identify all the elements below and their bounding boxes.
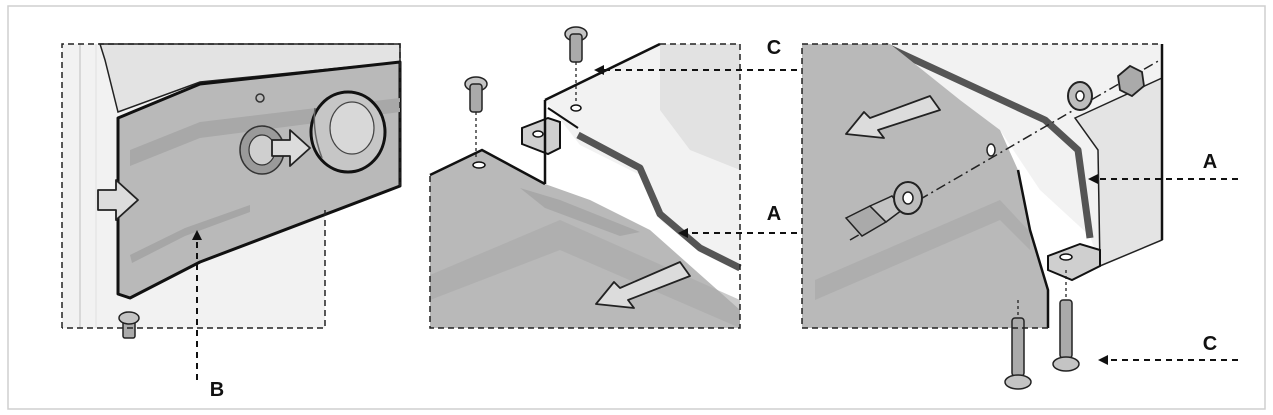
insert-arrow-icon bbox=[271, 129, 311, 167]
mounting-bracket bbox=[1047, 242, 1101, 282]
right-detail-panel bbox=[801, 42, 1164, 390]
removal-arrow-icon bbox=[595, 261, 691, 309]
left-detail-panel: B bbox=[61, 43, 402, 401]
screw-head-icon bbox=[255, 93, 265, 103]
screw-icon bbox=[1004, 300, 1032, 390]
screw-icon bbox=[564, 26, 588, 112]
callout-b: B bbox=[210, 379, 224, 401]
right-panel-border bbox=[801, 43, 1162, 329]
push-arrow-icon bbox=[97, 179, 139, 221]
seal-strip-a-right bbox=[883, 42, 1094, 239]
middle-panel-border bbox=[429, 43, 741, 329]
washer-icon bbox=[1067, 81, 1093, 111]
callout-c-bottom: C bbox=[1203, 333, 1217, 355]
screw-icon bbox=[1052, 270, 1080, 372]
bolt-icon bbox=[844, 195, 904, 237]
callout-a-top: A bbox=[1203, 151, 1217, 173]
seal-strip-a bbox=[576, 131, 742, 272]
callout-a-mid: A bbox=[767, 203, 781, 225]
left-panel-border bbox=[61, 43, 401, 328]
nut-icon bbox=[1117, 64, 1145, 98]
mount-hole bbox=[986, 143, 996, 157]
removal-arrow-icon bbox=[845, 95, 941, 139]
screw-icon bbox=[464, 76, 488, 169]
callout-c-top: C bbox=[767, 37, 781, 59]
washer-icon bbox=[893, 181, 923, 215]
middle-detail-panel bbox=[429, 26, 742, 329]
